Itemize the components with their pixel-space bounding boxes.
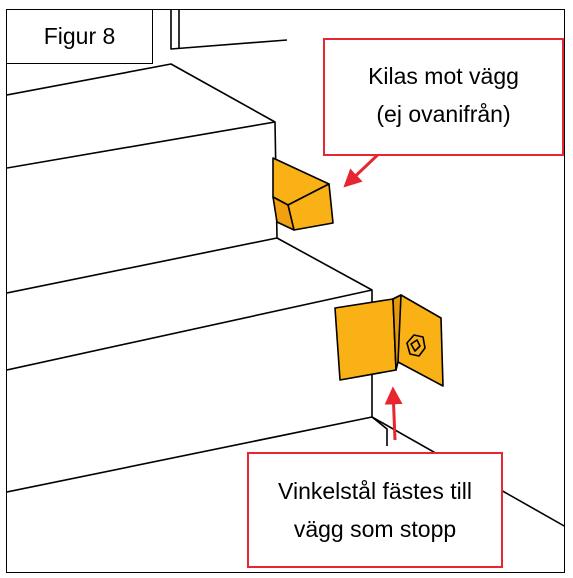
step-2-tread xyxy=(7,237,373,294)
wedge-callout: Kilas mot vägg (ej ovanifrån) xyxy=(323,38,564,156)
bracket-callout-line-2: vägg som stopp xyxy=(293,516,457,542)
bracket-callout: Vinkelstål fästes till vägg som stopp xyxy=(247,452,503,568)
stair-illustration xyxy=(7,10,564,527)
wedge-callout-line-2: (ej ovanifrån) xyxy=(376,101,511,127)
bottom-arrow xyxy=(384,386,403,441)
wedge-callout-line-1: Kilas mot vägg xyxy=(368,63,519,89)
hex-bolt xyxy=(406,334,426,357)
step-1-nose xyxy=(7,121,278,239)
wedge-block xyxy=(272,157,334,231)
step-3-tread xyxy=(7,416,373,493)
step-1-tread xyxy=(7,63,276,123)
stair-steps xyxy=(7,10,564,527)
figure-frame: Figur 8 Kilas mot vägg (ej ovanifrån) Vi… xyxy=(6,9,565,573)
angle-steel-bracket xyxy=(334,294,444,387)
step-2-nose xyxy=(7,289,373,417)
wall-corner-edge xyxy=(371,416,388,446)
bracket-callout-line-1: Vinkelstål fästes till xyxy=(278,478,472,504)
figure-label: Figur 8 xyxy=(7,10,153,64)
